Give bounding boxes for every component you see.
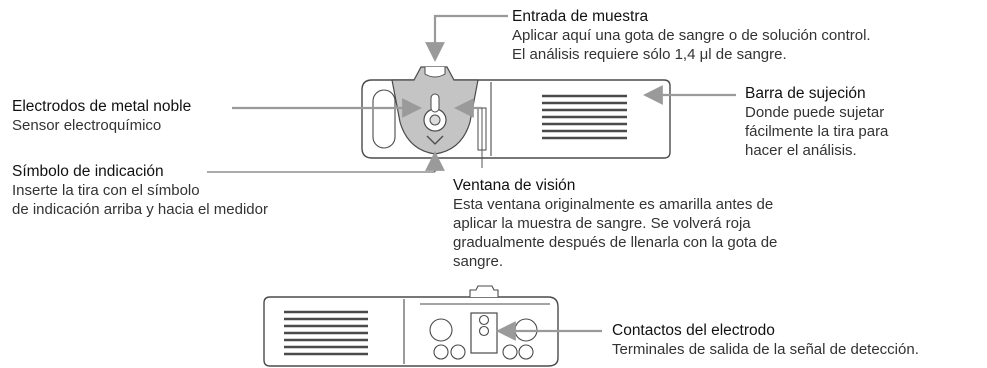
indicator-symbol-title: Símbolo de indicación [12,163,164,180]
grip-bar-line3: hacer el análisis. [745,142,857,159]
electrodes-title: Electrodos de metal noble [12,98,192,115]
view-window-title: Ventana de visión [453,177,576,194]
sample-inlet-line1: Aplicar aquí una gota de sangre o de sol… [512,27,871,44]
indicator-symbol-line2: de indicación arriba y hacia el medidor [12,201,268,218]
grip-bar-lines [542,94,627,140]
indicator-symbol-label: Símbolo de indicación Inserte la tira co… [12,162,268,219]
sample-inlet-label: Entrada de muestra Aplicar aquí una gota… [512,7,871,64]
view-window-line3: gradualmente después de llenarla con la … [453,234,778,251]
electrodes-label: Electrodos de metal noble Sensor electro… [12,97,191,135]
grip-bar-line1: Donde puede sujetar [745,104,885,121]
view-window-label: Ventana de visión Esta ventana originalm… [453,176,777,271]
capillary-channel [430,93,440,113]
leader-lines [207,108,483,173]
strip-front-view [361,66,671,159]
sample-inlet-line2: El análisis requiere sólo 1,4 μl de sang… [512,46,787,63]
electrode-contacts-label: Contactos del electrodo Terminales de sa… [612,321,919,359]
sample-inlet-arrow [425,14,508,62]
view-window-line1: Esta ventana originalmente es amarilla a… [453,196,774,213]
grip-bar-line2: fácilmente la tira para [745,123,889,140]
indication-symbol [426,135,444,145]
electrode-contacts-line1: Terminales de salida de la señal de dete… [612,341,919,358]
callout-arrows [232,14,736,341]
grip-bar-title: Barra de sujeción [745,85,866,102]
back-grip-lines [284,310,368,356]
strip-back-view [263,285,559,367]
indicator-symbol-line1: Inserte la tira con el símbolo [12,182,200,199]
connector-tab [469,285,499,297]
electrodes-line1: Sensor electroquímico [12,117,162,134]
grip-bar-label: Barra de sujeción Donde puede sujetar fá… [745,84,888,160]
sample-inlet-title: Entrada de muestra [512,8,649,25]
strip-left-slot [372,89,396,149]
sample-inlet-notch [424,67,446,78]
view-window-line2: aplicar la muestra de sangre. Se volverá… [453,215,751,232]
view-window-line4: sangre. [453,253,504,270]
electrode-contacts-title: Contactos del electrodo [612,322,775,339]
